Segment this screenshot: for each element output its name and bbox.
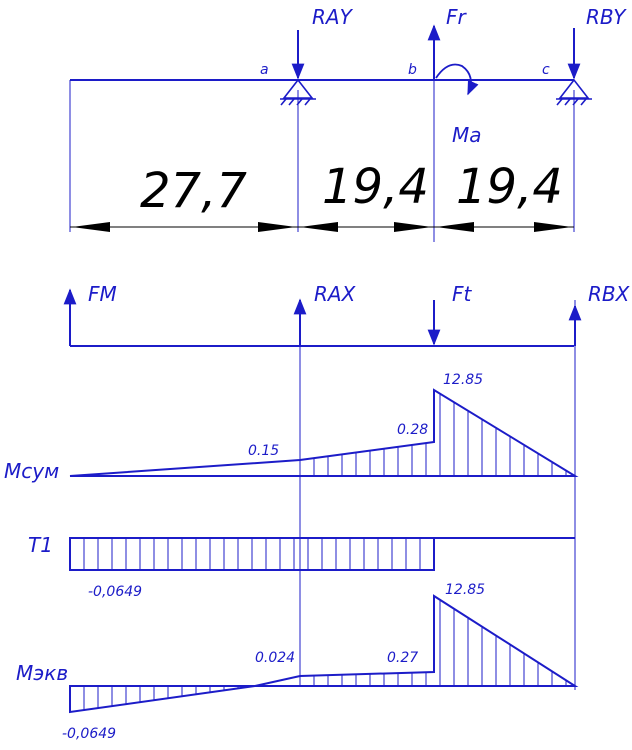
msum-diagram bbox=[69, 388, 579, 477]
point-c-label: c bbox=[542, 62, 550, 78]
dim-3: 19,4 bbox=[456, 159, 563, 215]
rax-label: RAX bbox=[314, 282, 357, 306]
support-a bbox=[280, 78, 316, 106]
reference-lines bbox=[69, 80, 576, 690]
ray-label: RAY bbox=[312, 5, 354, 29]
point-a-label: a bbox=[260, 62, 269, 78]
dimension-arrows bbox=[72, 222, 572, 232]
mekv-diagram bbox=[69, 594, 579, 714]
t1-label: T1 bbox=[28, 533, 53, 557]
moment-ma-arrow bbox=[435, 63, 479, 96]
ma-label: Ma bbox=[452, 123, 482, 147]
support-b bbox=[556, 78, 592, 106]
ft-label: Ft bbox=[452, 282, 473, 306]
rby-label: RBY bbox=[586, 5, 627, 29]
t1-diagram bbox=[69, 537, 575, 571]
fm-label: FM bbox=[88, 282, 117, 306]
rbx-label: RBX bbox=[588, 282, 631, 306]
msum-value-2: 0.28 bbox=[397, 422, 428, 438]
msum-value-1: 0.15 bbox=[248, 443, 279, 459]
mekv-value-1: 0.024 bbox=[255, 650, 295, 666]
msum-value-3: 12.85 bbox=[443, 372, 483, 388]
mekv-value-3: 12.85 bbox=[445, 582, 485, 598]
dim-1: 27,7 bbox=[140, 163, 247, 219]
mekv-label: Mэкв bbox=[16, 661, 68, 685]
mekv-value-4: -0,0649 bbox=[62, 726, 116, 742]
fr-label: Fr bbox=[446, 5, 468, 29]
t1-value-1: -0,0649 bbox=[88, 584, 142, 600]
msum-label: Mсум bbox=[4, 459, 59, 483]
point-b-label: b bbox=[408, 62, 417, 78]
dim-2: 19,4 bbox=[322, 159, 429, 215]
mekv-value-2: 0.27 bbox=[387, 650, 418, 666]
